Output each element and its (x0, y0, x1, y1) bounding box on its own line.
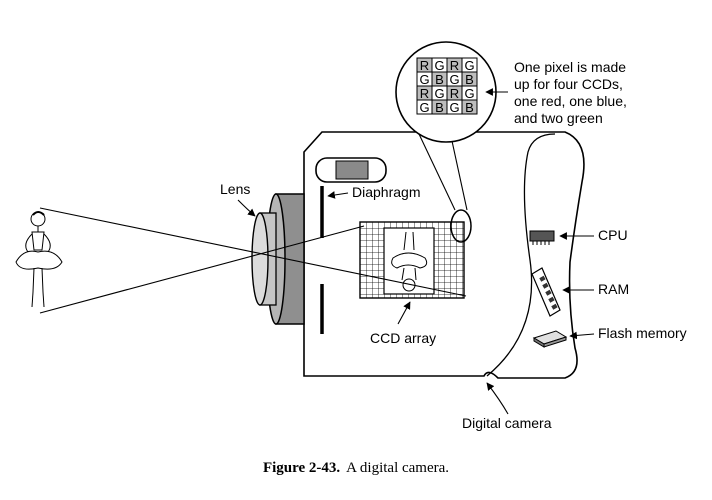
pixel-cell-label: R (450, 58, 459, 73)
ccd-array (359, 221, 465, 299)
pixel-cell-label: G (419, 72, 429, 87)
lens-label: Lens (220, 181, 250, 197)
figure-caption-text: A digital camera. (346, 460, 449, 476)
flash-memory-label: Flash memory (598, 325, 687, 341)
pixel-cell-label: G (464, 58, 474, 73)
camera-arrow (486, 382, 509, 415)
inverted-image (391, 231, 428, 292)
ccd-array-label: CCD array (370, 330, 436, 346)
pixel-cell-label: G (464, 86, 474, 101)
pixel-cell-label: G (449, 100, 459, 115)
digital-camera-label: Digital camera (462, 415, 552, 431)
ccd-array-arrow (397, 301, 411, 325)
pixel-note-line-4: and two green (514, 110, 603, 126)
ram-module (531, 267, 561, 317)
diaphragm-label: Diaphragm (352, 184, 420, 200)
pixel-cell-label: R (420, 58, 429, 73)
viewfinder (315, 157, 387, 183)
pixel-cell-label: B (465, 72, 474, 87)
pixel-cell-label: B (465, 100, 474, 115)
pixel-cell-label: G (434, 58, 444, 73)
ram-label: RAM (598, 281, 629, 297)
pixel-cell-label: G (434, 86, 444, 101)
lens-arrow (237, 199, 256, 217)
flash-arrow (569, 331, 595, 340)
camera-inner-curve (486, 133, 556, 377)
pixel-cell-label: B (435, 72, 444, 87)
figure-caption: Figure 2-43. A digital camera. (263, 460, 449, 476)
lens (251, 193, 305, 325)
cpu-chip (529, 230, 555, 245)
pixel-cell-label: G (449, 72, 459, 87)
pixel-cell (461, 99, 478, 115)
figure-number: Figure 2-43. (263, 460, 340, 476)
pixel-cell-label: G (419, 100, 429, 115)
cpu-label: CPU (598, 227, 628, 243)
pixel-cell-label: R (450, 86, 459, 101)
pixel-cell-label: R (420, 86, 429, 101)
diaphragm-arrow (327, 191, 349, 199)
zoom-source-ellipse (450, 209, 472, 243)
pixel-note-line-2: up for four CCDs, (514, 76, 623, 92)
ballerina-figure (15, 211, 63, 308)
pixel-cell-label: B (435, 100, 444, 115)
flash-memory-card (532, 330, 568, 348)
pixel-note-line-3: one red, one blue, (514, 93, 627, 109)
pixel-note-line-1: One pixel is made (514, 59, 626, 75)
light-rays (39, 207, 467, 314)
